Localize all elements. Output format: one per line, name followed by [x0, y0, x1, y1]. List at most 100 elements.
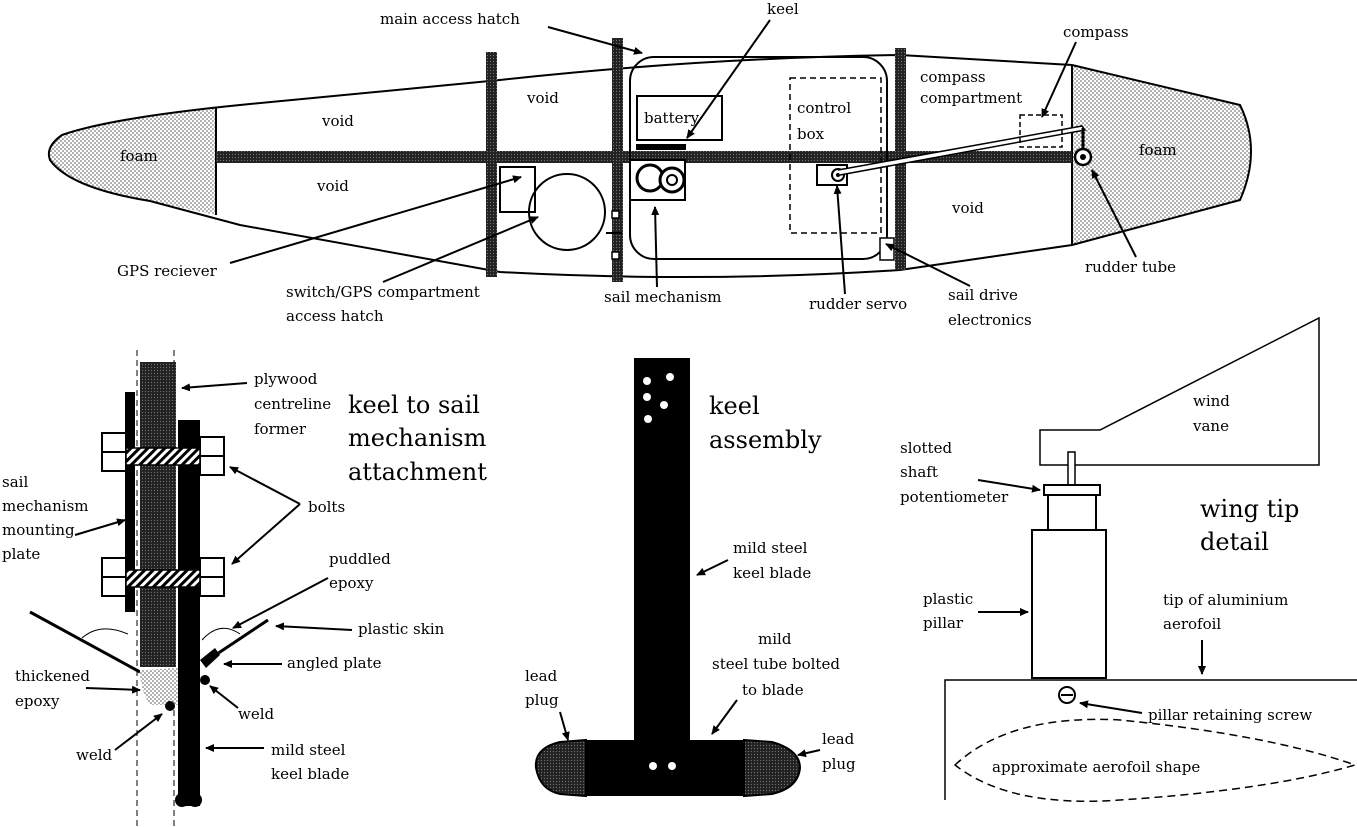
label-compass: compass	[1063, 23, 1129, 41]
potentiometer	[1043, 484, 1101, 496]
lead-plug-right	[743, 738, 802, 798]
keel-assembly-title-2: assembly	[709, 426, 822, 454]
thickened-epoxy	[140, 668, 178, 705]
wing-tip-arrows	[977, 479, 1206, 714]
label-keel-blade-1: mild steel	[733, 539, 808, 557]
aerofoil-shape	[953, 718, 1357, 802]
label-void-2: void	[316, 177, 349, 195]
label-weld-left: weld	[76, 746, 113, 764]
label-tip-2: aerofoil	[1163, 615, 1221, 633]
label-aerofoil: approximate aerofoil shape	[992, 758, 1200, 776]
label-weld-right: weld	[238, 705, 275, 723]
label-void-3: void	[526, 89, 559, 107]
label-pillar-2: pillar	[923, 614, 964, 632]
control-box	[789, 77, 882, 234]
foam-stern	[1072, 65, 1251, 245]
label-tube-1: mild	[758, 630, 792, 648]
label-pot-1: slotted	[900, 439, 952, 457]
label-tube-3: to blade	[742, 681, 804, 699]
label-bolts: bolts	[308, 498, 345, 516]
label-pot-2: shaft	[900, 463, 938, 481]
plywood-former	[140, 362, 176, 667]
label-thickened-2: epoxy	[15, 692, 60, 710]
hull-plan-view: main access hatch keel compass compass c…	[47, 0, 1252, 329]
hull-arrows	[229, 19, 1137, 295]
centreline-former	[216, 151, 1072, 163]
label-plywood-3: former	[254, 420, 307, 438]
battery-box	[636, 95, 723, 141]
hull-outline	[47, 53, 1252, 279]
label-lead-right-2: plug	[822, 755, 856, 773]
label-sail-drive-2: electronics	[948, 311, 1032, 329]
sail-drive-electronics-box	[879, 237, 895, 261]
label-main-access-hatch: main access hatch	[380, 10, 520, 28]
label-control-box-1: control	[797, 99, 851, 117]
label-plywood-2: centreline	[254, 395, 331, 413]
label-pot-3: potentiometer	[900, 488, 1009, 506]
foam-bow	[48, 108, 217, 215]
label-pillar-1: plastic	[923, 590, 973, 608]
label-thickened-1: thickened	[15, 667, 90, 685]
label-puddled-2: epoxy	[329, 574, 374, 592]
keel-blade-section	[178, 620, 200, 806]
keel-assembly-title-1: keel	[709, 392, 760, 420]
label-sail-mount-3: mounting	[2, 521, 75, 539]
keel-blade	[634, 358, 690, 743]
rudder-linkage	[837, 125, 1087, 176]
compass-compartment	[1019, 114, 1063, 148]
label-keel: keel	[767, 0, 799, 18]
wing-tip-title-1: wing tip	[1200, 495, 1299, 523]
label-tube-2: steel tube bolted	[712, 655, 840, 673]
label-screw: pillar retaining screw	[1148, 706, 1312, 724]
keel-attachment-title-3: attachment	[348, 458, 487, 486]
label-blade-1: mild steel	[271, 741, 346, 759]
label-lead-left-1: lead	[525, 667, 558, 685]
keel-assembly-detail: keel assembly mild steel keel blade mild…	[525, 358, 856, 798]
label-compass-compartment-1: compass	[920, 68, 986, 86]
label-sail-mount-4: plate	[2, 545, 40, 563]
label-control-box-2: box	[797, 125, 825, 143]
keel-attachment-title-2: mechanism	[348, 424, 487, 452]
label-foam-left: foam	[120, 147, 158, 165]
label-sail-mount-2: mechanism	[2, 497, 88, 515]
wind-vane	[1039, 316, 1320, 466]
label-plastic-skin: plastic skin	[358, 620, 445, 638]
aerofoil-tip	[944, 679, 1357, 800]
sail-mounting-plate	[125, 392, 135, 612]
label-plywood-1: plywood	[254, 370, 318, 388]
label-void-4: void	[951, 199, 984, 217]
label-sail-drive-1: sail drive	[948, 286, 1018, 304]
label-puddled-1: puddled	[329, 550, 391, 568]
label-lead-right-1: lead	[822, 730, 855, 748]
keel-tube	[586, 740, 744, 796]
keel-bolt-holes	[643, 373, 676, 770]
label-gps-receiver: GPS reciever	[117, 262, 218, 280]
angled-plate	[200, 648, 220, 668]
sail-mechanism	[629, 159, 686, 201]
label-foam-right: foam	[1139, 141, 1177, 159]
plastic-pillar	[1031, 529, 1107, 679]
plastic-skin-left	[29, 610, 141, 674]
wing-tip-detail: wing tip detail wind vane slotted shaft …	[900, 316, 1357, 802]
label-keel-blade-2: keel blade	[733, 564, 811, 582]
label-void-1: void	[321, 112, 354, 130]
label-angled-plate: angled plate	[287, 654, 382, 672]
keel-attachment-arrows	[74, 382, 353, 752]
label-switch-gps-1: switch/GPS compartment	[286, 283, 480, 301]
lead-plug-left	[534, 738, 587, 798]
keel-attachment-detail: keel to sail mechanism attachment plywoo…	[2, 350, 487, 827]
label-wind-vane-1: wind	[1193, 392, 1230, 410]
label-tip-1: tip of aluminium	[1163, 591, 1288, 609]
label-lead-left-2: plug	[525, 691, 559, 709]
keel-attachment-title-1: keel to sail	[348, 391, 480, 419]
label-rudder-tube: rudder tube	[1085, 258, 1176, 276]
label-battery: battery	[644, 109, 700, 127]
label-rudder-servo: rudder servo	[809, 295, 907, 313]
wing-tip-title-2: detail	[1200, 528, 1269, 556]
label-compass-compartment-2: compartment	[920, 89, 1022, 107]
bulkhead-1	[486, 52, 497, 277]
keel-assembly-arrows	[559, 559, 821, 758]
label-blade-2: keel blade	[271, 765, 349, 783]
switch-gps-hatch	[528, 173, 606, 251]
label-sail-mechanism: sail mechanism	[604, 288, 722, 306]
